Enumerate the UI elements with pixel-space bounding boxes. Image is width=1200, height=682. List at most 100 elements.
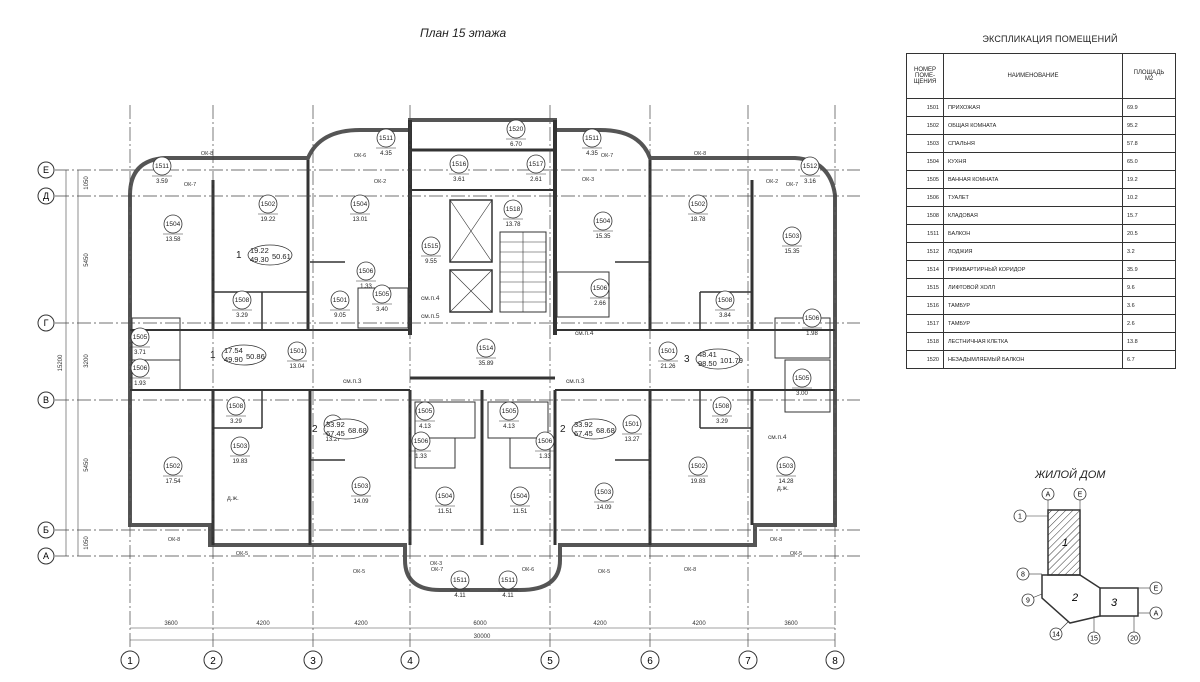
svg-text:14.28: 14.28 (778, 479, 794, 485)
axis-bubble: 1 (120, 650, 140, 670)
svg-text:13.78: 13.78 (505, 222, 521, 228)
room-number-cell: 1520 (906, 350, 944, 369)
svg-text:50.61: 50.61 (272, 252, 291, 261)
room-name-cell: БАЛКОН (943, 224, 1123, 243)
svg-text:Е: Е (1078, 492, 1083, 499)
key-axis-bubble: 8 (1016, 567, 1030, 581)
svg-text:49.30: 49.30 (250, 255, 269, 264)
svg-text:2: 2 (560, 424, 566, 435)
room-name-cell: ПРИКВАРТИРНЫЙ КОРИДОР (943, 260, 1123, 279)
svg-text:4.35: 4.35 (380, 151, 392, 157)
dimension-label: 6000 (473, 621, 487, 627)
svg-text:4.11: 4.11 (454, 593, 466, 599)
room-area-cell: 19.2 (1122, 170, 1176, 189)
room-name-cell: ТАМБУР (943, 296, 1123, 315)
svg-text:101.79: 101.79 (720, 356, 743, 365)
svg-text:8: 8 (832, 656, 838, 667)
svg-text:1502: 1502 (691, 463, 706, 470)
axis-bubble: Е (37, 161, 55, 179)
axis-bubble: Д (37, 187, 55, 205)
svg-text:1503: 1503 (233, 443, 248, 450)
section-1-label: 1 (1062, 537, 1068, 549)
room-number-cell: 1515 (906, 278, 944, 297)
svg-text:11.51: 11.51 (513, 509, 528, 515)
room-number-cell: 1518 (906, 332, 944, 351)
room-number-cell: 1502 (906, 116, 944, 135)
axis-bubble: 4 (400, 650, 420, 670)
axis-bubble: 2 (203, 650, 223, 670)
window-label: ОК-3 (430, 561, 442, 567)
room-area-cell: 10.2 (1122, 188, 1176, 207)
svg-text:1.98: 1.98 (806, 331, 818, 337)
dimension-label: 3600 (164, 621, 178, 627)
svg-text:68.68: 68.68 (348, 426, 367, 435)
svg-text:19.22: 19.22 (250, 246, 269, 255)
room-area-cell: 9.6 (1122, 278, 1176, 297)
room-name-cell: ВАННАЯ КОМНАТА (943, 170, 1123, 189)
svg-text:6.70: 6.70 (510, 142, 522, 148)
svg-text:33.92: 33.92 (574, 420, 593, 429)
svg-text:5: 5 (547, 656, 553, 667)
svg-text:48.41: 48.41 (698, 350, 717, 359)
svg-text:13.27: 13.27 (325, 437, 341, 443)
svg-text:Б: Б (43, 525, 49, 535)
svg-text:В: В (43, 395, 49, 405)
svg-text:3.16: 3.16 (804, 179, 816, 185)
legend-title: ЭКСПЛИКАЦИЯ ПОМЕЩЕНИЙ (982, 34, 1118, 44)
dimension-label: 4200 (256, 621, 270, 627)
room-name-cell: ТУАЛЕТ (943, 188, 1123, 207)
svg-text:1.93: 1.93 (134, 381, 146, 387)
svg-text:9.55: 9.55 (425, 259, 437, 265)
svg-text:49.90: 49.90 (224, 355, 243, 364)
note-label: см.п.4 (768, 434, 787, 441)
svg-text:1517: 1517 (529, 161, 544, 168)
svg-text:1503: 1503 (785, 233, 800, 240)
svg-text:17.54: 17.54 (165, 479, 181, 485)
svg-text:4.13: 4.13 (419, 424, 431, 430)
svg-text:3.29: 3.29 (236, 313, 248, 319)
svg-text:17.54: 17.54 (224, 346, 243, 355)
section-2-label: 2 (1071, 592, 1078, 604)
note-label: см.п.3 (566, 378, 585, 385)
room-label: 1508 3.84 (715, 290, 735, 319)
svg-text:4.13: 4.13 (503, 424, 515, 430)
svg-text:3.84: 3.84 (719, 313, 731, 319)
svg-text:1506: 1506 (538, 438, 553, 445)
svg-text:1504: 1504 (438, 493, 453, 500)
key-map-title: ЖИЛОЙ ДОМ (1035, 469, 1106, 481)
svg-text:1508: 1508 (715, 403, 730, 410)
key-axis-bubble: 14 (1049, 627, 1063, 641)
room-number-cell: 1512 (906, 242, 944, 261)
note-label: д.ж. (227, 495, 239, 502)
dimension-label: 5450 (84, 458, 90, 472)
svg-text:67.45: 67.45 (574, 429, 593, 438)
svg-text:1508: 1508 (718, 297, 733, 304)
window-label: ОК-7 (786, 182, 798, 188)
window-label: ОК-2 (766, 179, 778, 185)
note-label: см.п.4 (575, 330, 594, 337)
key-axis-bubble: 9 (1021, 593, 1035, 607)
